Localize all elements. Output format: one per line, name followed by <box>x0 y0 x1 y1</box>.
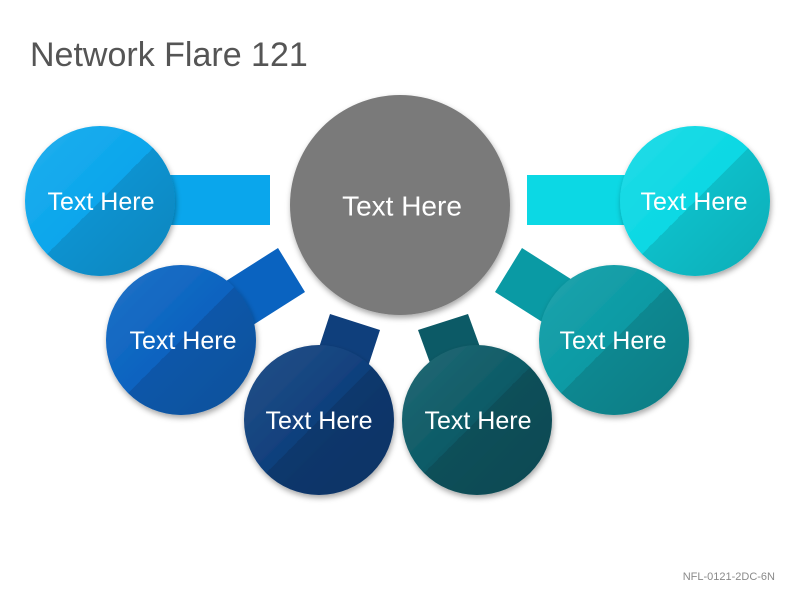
node-circle-shading <box>402 345 552 495</box>
node-circle-shading <box>539 265 689 415</box>
node-circle-shading <box>244 345 394 495</box>
node-right-middle <box>539 265 689 415</box>
center-node-label: Text Here <box>342 191 462 222</box>
node-circle-shading <box>620 126 770 276</box>
node-left-top <box>25 126 175 276</box>
center-circle <box>290 95 510 315</box>
node-right-middle-label: Text Here <box>560 327 667 355</box>
node-right-bottom <box>402 345 552 495</box>
node-left-bottom-label: Text Here <box>266 407 373 435</box>
node-circle-shading <box>25 126 175 276</box>
node-right-bottom-label: Text Here <box>425 407 532 435</box>
center-node <box>290 95 510 315</box>
template-code: NFL-0121-2DC-6N <box>682 571 775 583</box>
node-circle-shading <box>106 265 256 415</box>
node-left-top-label: Text Here <box>48 188 155 216</box>
node-right-top <box>620 126 770 276</box>
node-left-middle-label: Text Here <box>130 327 237 355</box>
node-left-middle <box>106 265 256 415</box>
node-right-top-label: Text Here <box>641 188 748 216</box>
slide-title: Network Flare 121 <box>30 36 308 74</box>
node-left-bottom <box>244 345 394 495</box>
